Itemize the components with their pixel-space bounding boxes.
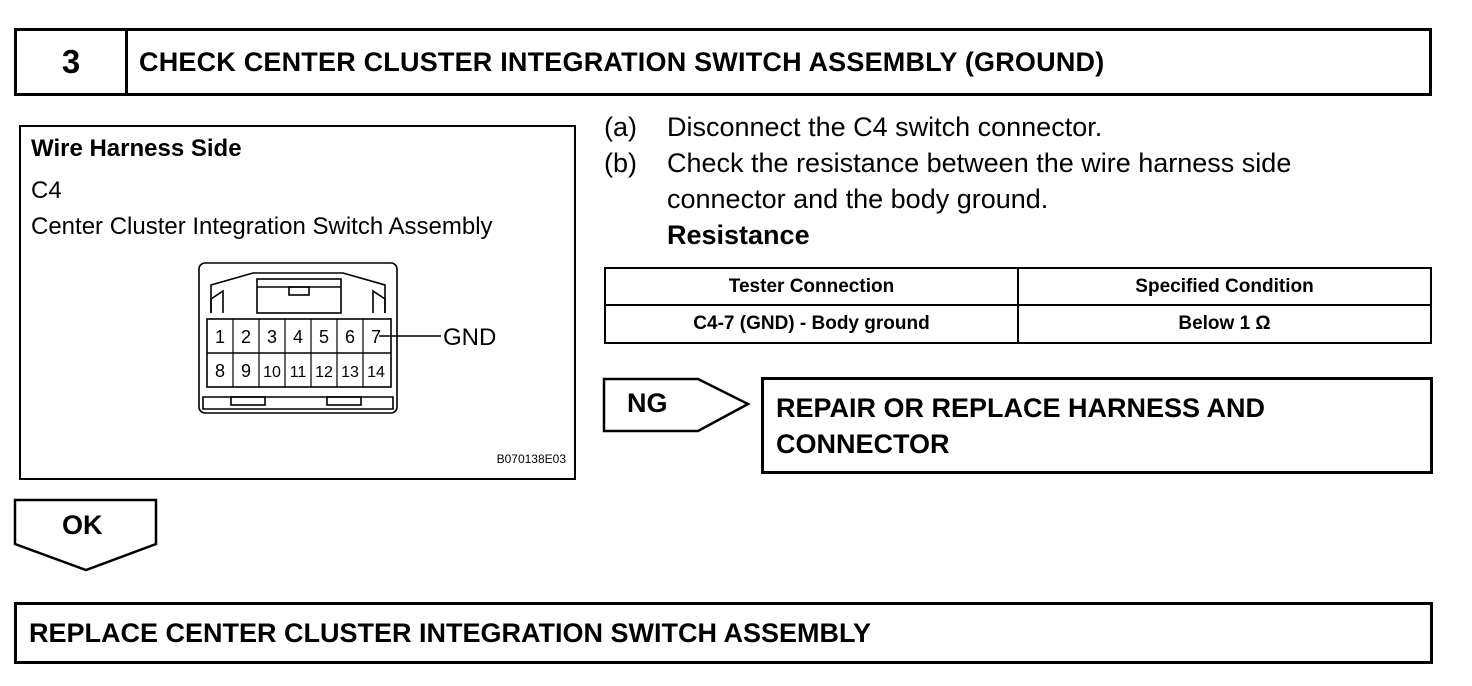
instruction-b-text-line1: Check the resistance between the wire ha… bbox=[667, 148, 1292, 178]
instruction-a-letter: (a) bbox=[604, 112, 637, 142]
table-header-row: Tester Connection Specified Condition bbox=[604, 267, 1432, 306]
pin-label: 9 bbox=[241, 361, 251, 381]
spec-table: Tester Connection Specified Condition C4… bbox=[604, 267, 1432, 344]
instruction-b-text-line2: connector and the body ground. bbox=[667, 184, 1049, 214]
step-header: 3 CHECK CENTER CLUSTER INTEGRATION SWITC… bbox=[14, 28, 1432, 96]
step-title: CHECK CENTER CLUSTER INTEGRATION SWITCH … bbox=[139, 46, 1105, 77]
pin-label: 3 bbox=[267, 327, 277, 347]
pin-label: 5 bbox=[319, 327, 329, 347]
pin-label: 12 bbox=[315, 364, 333, 381]
ng-action-text: REPAIR OR REPLACE HARNESS AND CONNECTOR bbox=[776, 393, 1266, 459]
pin-label: 6 bbox=[345, 327, 355, 347]
instruction-b-letter: (b) bbox=[604, 148, 637, 178]
pin-label: 4 bbox=[293, 327, 303, 347]
cell-tester-connection: C4-7 (GND) - Body ground bbox=[604, 304, 1019, 344]
diagram-connector-id: C4 bbox=[31, 177, 62, 204]
pin-label: 8 bbox=[215, 361, 225, 381]
ng-action-box: REPAIR OR REPLACE HARNESS AND CONNECTOR bbox=[761, 377, 1433, 474]
pin-dividers bbox=[232, 319, 364, 387]
ok-arrow bbox=[13, 498, 158, 572]
pin-label: 2 bbox=[241, 327, 251, 347]
gnd-label: GND bbox=[443, 324, 496, 351]
resistance-label: Resistance bbox=[667, 220, 810, 250]
pin-label: 13 bbox=[341, 364, 359, 381]
table-row: C4-7 (GND) - Body ground Below 1 Ω bbox=[604, 304, 1432, 344]
header-specified-condition: Specified Condition bbox=[1017, 267, 1432, 306]
header-tester-connection: Tester Connection bbox=[604, 267, 1019, 306]
image-code: B070138E03 bbox=[496, 452, 566, 466]
final-action-box: REPLACE CENTER CLUSTER INTEGRATION SWITC… bbox=[14, 602, 1433, 664]
connector-diagram: Wire Harness Side C4 Center Cluster Inte… bbox=[19, 125, 576, 480]
cell-specified-condition: Below 1 Ω bbox=[1017, 304, 1432, 344]
diagram-connector-name: Center Cluster Integration Switch Assemb… bbox=[31, 213, 493, 240]
pin-label: 10 bbox=[263, 364, 281, 381]
ng-label: NG bbox=[627, 388, 668, 418]
step-number: 3 bbox=[17, 31, 128, 93]
ok-label: OK bbox=[62, 510, 103, 540]
ng-arrow bbox=[602, 377, 751, 433]
pin-label: 11 bbox=[290, 364, 307, 381]
pin-label: 7 bbox=[371, 327, 381, 347]
pin-label: 1 bbox=[215, 327, 225, 347]
pin-label: 14 bbox=[367, 364, 385, 381]
instruction-a-text: Disconnect the C4 switch connector. bbox=[667, 112, 1103, 142]
diagram-side-label: Wire Harness Side bbox=[31, 135, 242, 162]
final-action-text: REPLACE CENTER CLUSTER INTEGRATION SWITC… bbox=[29, 617, 872, 648]
